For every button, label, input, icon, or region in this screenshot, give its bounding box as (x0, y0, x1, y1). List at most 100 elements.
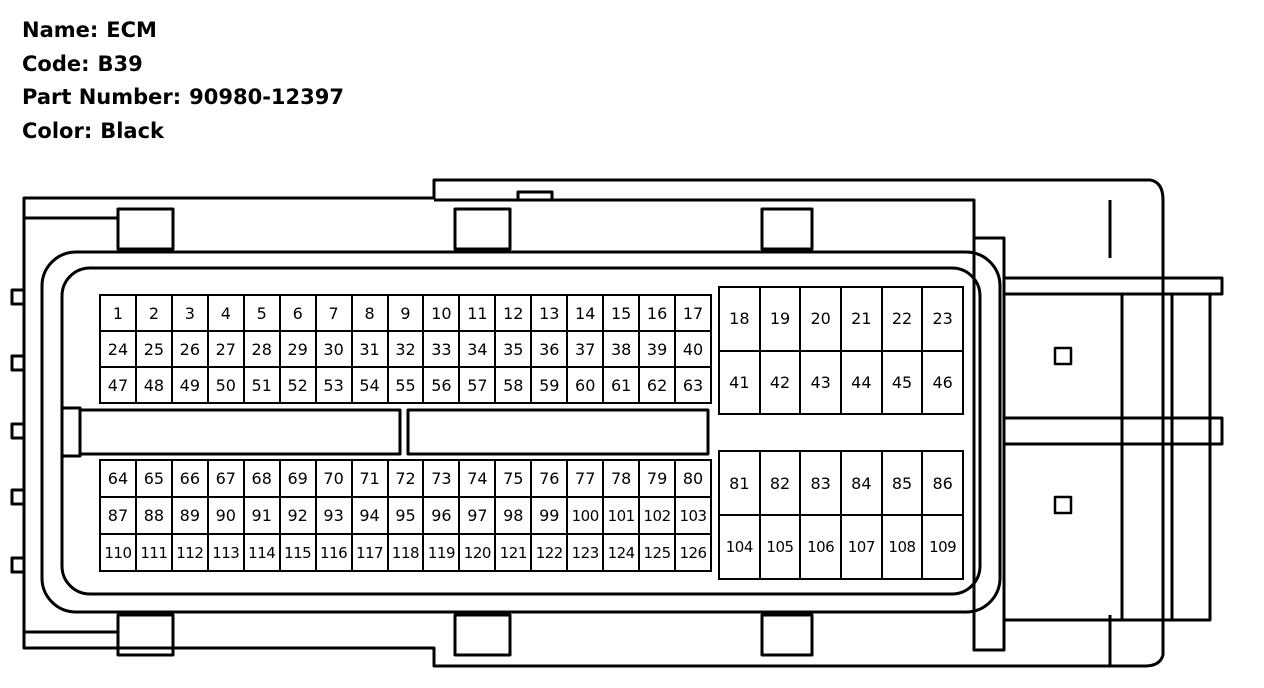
connector-info: Name:ECM Code:B39 Part Number:90980-1239… (22, 14, 344, 148)
pin-83: 83 (801, 452, 840, 514)
side-notch-2 (10, 354, 24, 372)
pin-92: 92 (280, 498, 315, 533)
pin-67: 67 (208, 461, 243, 496)
pin-64: 64 (101, 461, 135, 496)
pin-86: 86 (923, 452, 962, 514)
color-row: Color: Black (22, 115, 344, 149)
lever-square-1 (1053, 346, 1073, 366)
pin-9: 9 (388, 296, 423, 330)
pin-70: 70 (316, 461, 351, 496)
pin-53: 53 (316, 368, 351, 402)
pin-104: 104 (720, 516, 759, 578)
housing-outline (22, 178, 1165, 668)
top-ledge (24, 198, 1112, 258)
pin-72: 72 (388, 461, 423, 496)
pin-73: 73 (424, 461, 459, 496)
pin-52: 52 (280, 368, 315, 402)
pin-116: 116 (316, 535, 351, 570)
part-number-row: Part Number:90980-12397 (22, 81, 344, 115)
pin-43: 43 (801, 351, 840, 413)
pin-20: 20 (801, 288, 840, 350)
pin-34: 34 (460, 332, 495, 366)
pin-66: 66 (172, 461, 207, 496)
bottom-ledge (24, 615, 1112, 666)
pin-85: 85 (882, 452, 922, 514)
side-notch-5 (10, 556, 24, 574)
pin-50: 50 (208, 368, 243, 402)
pin-94: 94 (352, 498, 387, 533)
lever-square-2 (1053, 495, 1073, 515)
pin-33: 33 (424, 332, 459, 366)
pin-40: 40 (676, 332, 710, 366)
pin-114: 114 (244, 535, 279, 570)
pin-118: 118 (388, 535, 423, 570)
pin-36: 36 (532, 332, 567, 366)
pin-120: 120 (460, 535, 495, 570)
pin-28: 28 (244, 332, 279, 366)
pin-26: 26 (172, 332, 207, 366)
pin-11: 11 (460, 296, 495, 330)
color-label: Color: (22, 118, 93, 143)
part-number-value: 90980-12397 (189, 85, 344, 109)
pin-100: 100 (568, 498, 603, 533)
pin-10: 10 (424, 296, 459, 330)
pin-4: 4 (208, 296, 243, 330)
pin-5: 5 (244, 296, 279, 330)
pin-77: 77 (568, 461, 603, 496)
pin-110: 110 (101, 535, 135, 570)
pin-93: 93 (316, 498, 351, 533)
pin-1: 1 (101, 296, 135, 330)
inner-frame-outer (40, 250, 1002, 614)
lever-arm-top (1002, 276, 1224, 296)
pin-68: 68 (244, 461, 279, 496)
pin-13: 13 (532, 296, 567, 330)
pin-123: 123 (568, 535, 603, 570)
pin-41: 41 (720, 351, 759, 413)
pin-74: 74 (460, 461, 495, 496)
pin-69: 69 (280, 461, 315, 496)
pin-21: 21 (842, 288, 881, 350)
pin-45: 45 (882, 351, 922, 413)
name-row: Name:ECM (22, 14, 344, 48)
pin-78: 78 (604, 461, 639, 496)
pin-117: 117 (352, 535, 387, 570)
pin-39: 39 (640, 332, 675, 366)
pin-81: 81 (720, 452, 759, 514)
side-notch-4 (10, 488, 24, 506)
pin-32: 32 (388, 332, 423, 366)
lever-arm-mid (1002, 416, 1224, 446)
color-value: Black (100, 118, 165, 143)
pin-42: 42 (760, 351, 800, 413)
pin-2: 2 (136, 296, 171, 330)
pin-105: 105 (760, 516, 800, 578)
pin-119: 119 (424, 535, 459, 570)
pin-91: 91 (244, 498, 279, 533)
pin-95: 95 (388, 498, 423, 533)
pin-38: 38 (604, 332, 639, 366)
pin-107: 107 (842, 516, 881, 578)
pin-27: 27 (208, 332, 243, 366)
code-row: Code:B39 (22, 48, 344, 82)
pin-75: 75 (496, 461, 531, 496)
lever-body (1004, 292, 1212, 622)
pin-12: 12 (496, 296, 531, 330)
pin-87: 87 (101, 498, 135, 533)
pin-17: 17 (676, 296, 710, 330)
pin-124: 124 (604, 535, 639, 570)
pin-44: 44 (842, 351, 881, 413)
pin-111: 111 (136, 535, 171, 570)
pin-58: 58 (496, 368, 531, 402)
pin-126: 126 (676, 535, 710, 570)
pin-37: 37 (568, 332, 603, 366)
divider-notch-left (62, 406, 82, 458)
pin-29: 29 (280, 332, 315, 366)
pin-48: 48 (136, 368, 171, 402)
pin-35: 35 (496, 332, 531, 366)
pin-3: 3 (172, 296, 207, 330)
pin-71: 71 (352, 461, 387, 496)
pin-8: 8 (352, 296, 387, 330)
inner-frame-inner (60, 266, 982, 596)
